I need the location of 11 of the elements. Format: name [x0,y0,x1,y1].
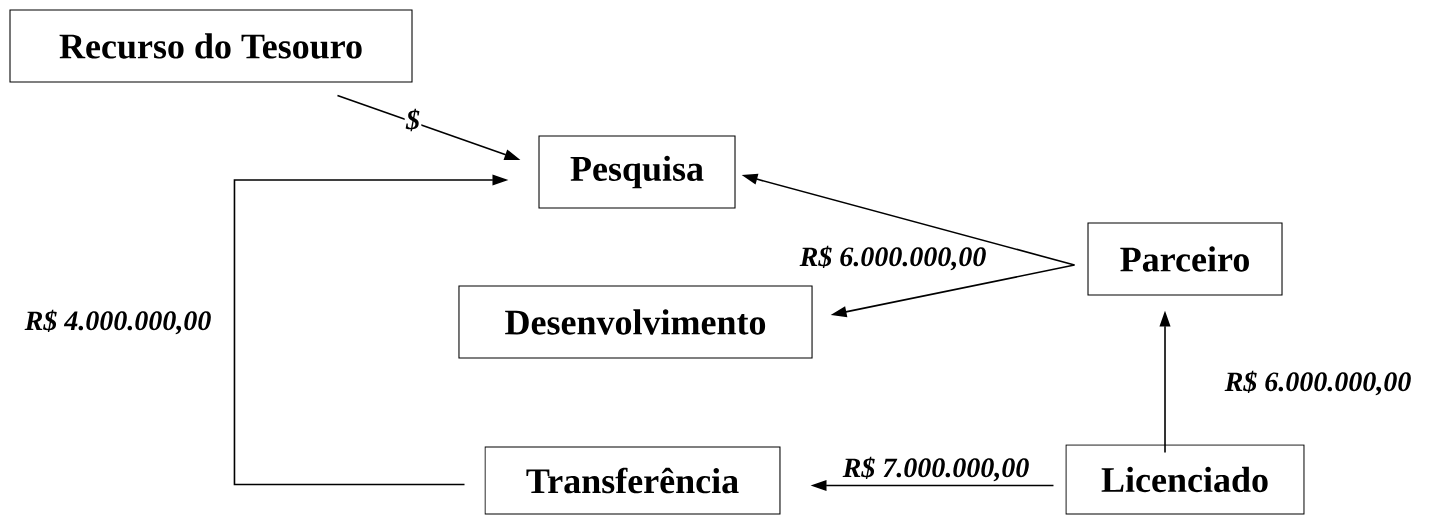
source-box: Recurso do Tesouro [9,9,413,83]
process-box: Licenciado [1065,444,1305,515]
edge-label: R$ 6.000.000,00 [1223,369,1413,397]
process-box: Pesquisa [538,135,736,209]
process-box: Desenvolvimento [458,285,813,359]
process-box: Transferência [484,446,781,515]
edge-label: R$ 7.000.000,00 [841,455,1031,483]
edge-label: R$ 4.000.000,00 [23,308,213,336]
edge-label: $ [404,107,422,133]
process-box: Parceiro [1087,222,1283,296]
edge-label: R$ 6.000.000,00 [798,244,988,272]
